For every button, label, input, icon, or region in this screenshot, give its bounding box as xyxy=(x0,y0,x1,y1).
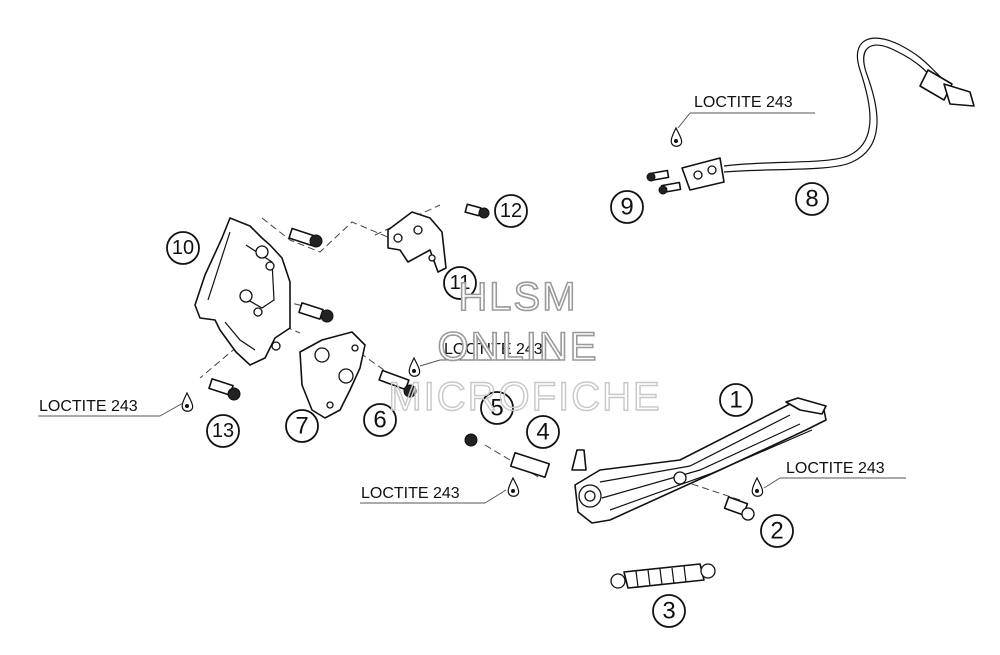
loctite-label: LOCTITE 243 xyxy=(39,398,138,415)
svg-text:9: 9 xyxy=(620,194,633,221)
loctite-label: LOCTITE 243 xyxy=(694,94,793,111)
bolts xyxy=(208,203,755,521)
callout-2: 2 xyxy=(760,514,794,548)
callout-10: 10 xyxy=(166,231,200,265)
svg-text:8: 8 xyxy=(805,186,818,213)
watermark-line-2: ONLINE xyxy=(438,325,599,369)
loctite-label: LOCTITE 243 xyxy=(786,460,885,477)
svg-text:2: 2 xyxy=(770,518,783,545)
loctite-label: LOCTITE 243 xyxy=(361,485,460,502)
svg-text:7: 7 xyxy=(295,413,308,440)
svg-text:3: 3 xyxy=(662,598,675,625)
callout-5: 5 xyxy=(480,391,514,425)
svg-text:13: 13 xyxy=(212,420,234,442)
svg-text:12: 12 xyxy=(500,200,522,222)
watermark-line-3: MICROFICHE xyxy=(388,375,661,419)
svg-text:5: 5 xyxy=(490,395,503,422)
sensor-switch-part xyxy=(646,37,975,195)
svg-text:1: 1 xyxy=(729,387,742,414)
loctite-drop xyxy=(181,391,194,412)
loctite-drop xyxy=(507,476,520,497)
loctite-drop xyxy=(751,476,764,497)
callout-7: 7 xyxy=(285,409,319,443)
callout-9: 9 xyxy=(610,190,644,224)
bracket-part xyxy=(194,217,291,366)
loctite-drop xyxy=(408,356,421,377)
callout-1: 1 xyxy=(719,383,753,417)
svg-text:4: 4 xyxy=(536,419,549,446)
spring-part xyxy=(610,563,716,589)
callouts: 1 2 3 4 5 6 7 8 9 10 11 12 13 xyxy=(166,182,829,628)
callout-13: 13 xyxy=(206,414,240,448)
watermark-line-1: HLSM xyxy=(458,275,577,319)
callout-3: 3 xyxy=(652,594,686,628)
loctite-labels: LOCTITE 243 LOCTITE 243 LOCTITE 243 LOCT… xyxy=(38,94,906,504)
loctite-drops xyxy=(181,126,764,497)
svg-text:10: 10 xyxy=(172,237,194,259)
watermark: HLSM ONLINE MICROFICHE xyxy=(388,274,661,420)
svg-text:11: 11 xyxy=(450,272,471,294)
callout-6: 6 xyxy=(363,403,397,437)
svg-text:6: 6 xyxy=(373,407,386,434)
callout-8: 8 xyxy=(795,182,829,216)
loctite-drop xyxy=(670,126,683,147)
callout-4: 4 xyxy=(526,415,560,449)
mount-plate-part xyxy=(387,211,447,273)
cover-plate-part xyxy=(299,331,366,419)
callout-11: 11 xyxy=(443,266,477,300)
callout-12: 12 xyxy=(494,194,528,228)
side-stand-part xyxy=(571,397,827,524)
loctite-label: LOCTITE 243 xyxy=(444,341,543,358)
